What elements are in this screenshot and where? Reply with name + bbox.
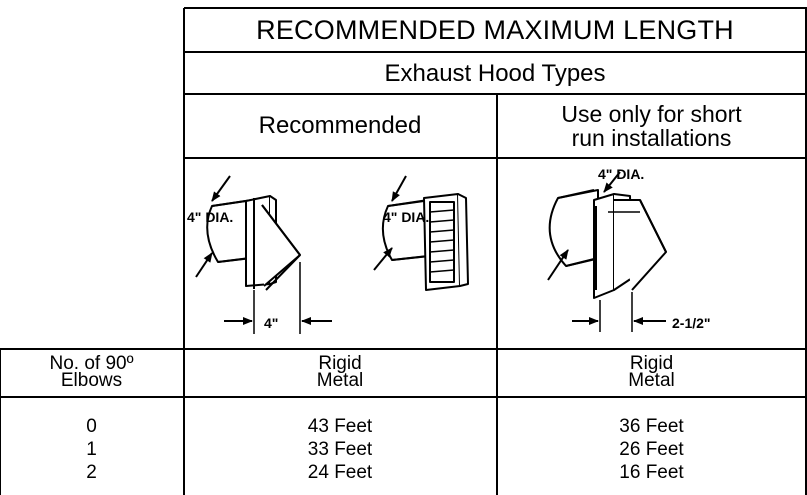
hood-1-diagram (195, 175, 332, 334)
short-run-line2: run installations (571, 125, 732, 151)
elbows-header-line2: Elbows (60, 370, 123, 391)
table-row-2-short-run: 16 Feet (619, 461, 684, 483)
table-row-0-elbows: 0 (86, 415, 97, 437)
recommended-material-line1: Rigid (318, 353, 362, 374)
recommended-material-line2: Metal (316, 370, 364, 391)
recommended-material-header: Rigid Metal (184, 349, 496, 395)
table-row-1-elbows: 1 (86, 438, 97, 460)
table-row-0-recommended: 43 Feet (307, 415, 373, 437)
table-row-0-short-run: 36 Feet (619, 415, 684, 437)
short-run-line1: Use only for short (561, 101, 742, 127)
hood-2-diagram (373, 175, 469, 291)
table-row-1-short-run: 26 Feet (619, 438, 684, 460)
hood-2-dia-label: 4" DIA. (383, 209, 429, 225)
table-row-2-elbows: 2 (86, 461, 97, 483)
hood-3-length-label: 2-1/2" (672, 315, 711, 331)
elbows-column-header: No. of 90º Elbows (0, 349, 183, 395)
hood-1-dia-label: 4" DIA. (187, 209, 233, 225)
hood-3-diagram (547, 171, 667, 332)
table-row-2-recommended: 24 Feet (307, 461, 373, 483)
page-title: RECOMMENDED MAXIMUM LENGTH (256, 14, 734, 45)
short-run-material-header: Rigid Metal (497, 349, 806, 395)
hood-3-dia-label: 4" DIA. (598, 166, 644, 182)
short-run-material-line1: Rigid (629, 353, 674, 374)
recommended-heading: Recommended (258, 112, 422, 139)
short-run-material-line2: Metal (628, 370, 675, 391)
hood-1-length-label: 4" (264, 315, 278, 331)
short-run-heading: Use only for short run installations (497, 94, 806, 158)
subtitle: Exhaust Hood Types (384, 60, 606, 87)
elbows-header-line1: No. of 90º (49, 353, 134, 374)
table-row-1-recommended: 33 Feet (307, 438, 373, 460)
